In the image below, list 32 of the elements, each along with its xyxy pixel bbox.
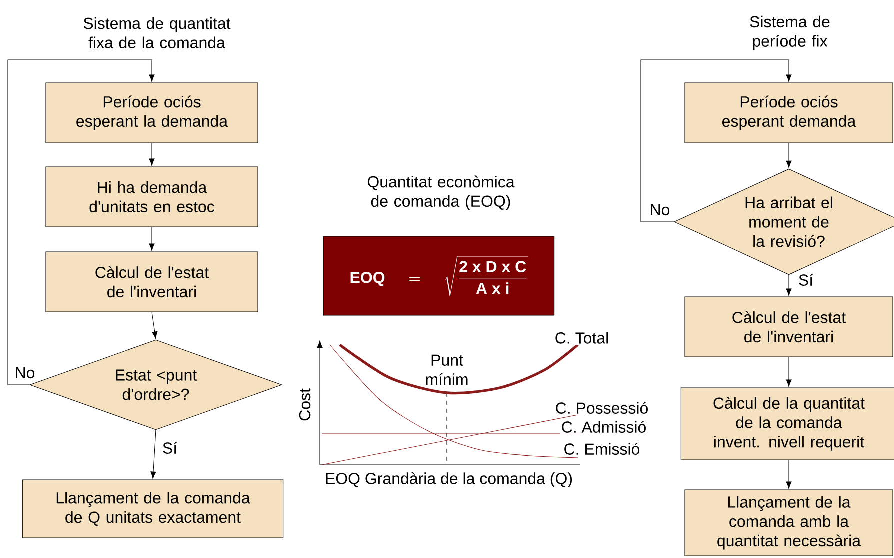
arrow bbox=[786, 143, 792, 168]
arrow bbox=[149, 227, 155, 251]
chart-title: Quantitat econòmica de comanda (EOQ) bbox=[368, 176, 515, 210]
process-box: Llançament de la comanda de Q unitats exactament bbox=[22, 480, 284, 538]
edge-label: Sí bbox=[161, 440, 179, 456]
process-box: Càlcul de la quantitat de la comanda invent. nivell requerit bbox=[680, 388, 894, 460]
arrow bbox=[150, 430, 156, 479]
arrow bbox=[152, 312, 158, 339]
arrow bbox=[8, 60, 155, 386]
curve-label: C. Possessió bbox=[554, 400, 650, 416]
axis-label: EOQ Grandària de la comanda (Q) bbox=[326, 472, 572, 488]
arrow bbox=[640, 60, 792, 222]
process-box: Càlcul de l'estat de l'inventari bbox=[46, 252, 258, 312]
heading: Sistema de quantitat fixa de la comanda bbox=[84, 17, 231, 49]
arrow bbox=[786, 357, 792, 387]
heading: Sistema de període fix bbox=[750, 16, 830, 50]
arrow bbox=[786, 274, 792, 296]
process-box: Període ociós esperant la demanda bbox=[46, 82, 258, 144]
edge-label: No bbox=[648, 203, 672, 217]
process-box: Hi ha demanda d'unitats en estoc bbox=[46, 166, 258, 228]
arrow bbox=[149, 143, 155, 166]
curve-label: Punt mínim bbox=[426, 354, 468, 386]
process-box: Càlcul de l'estat de l'inventari bbox=[684, 296, 894, 358]
curve-label: C. Total bbox=[554, 330, 610, 346]
process-box: Període ociós esperant demanda bbox=[684, 82, 894, 144]
arrow bbox=[786, 460, 792, 489]
curve-label: C. Admissió bbox=[560, 420, 648, 434]
curve-label: C. Emissió bbox=[562, 442, 642, 456]
edge-label: Sí bbox=[797, 272, 815, 288]
axis-label: Cost bbox=[299, 388, 311, 421]
formula-box: $\mathbf{EOQ}\quad=\quad\sqrt{\frac{\mathbf{2\;x\;D\;x\;C}}{\mathbf{A\;x\;i}}}$ bbox=[323, 236, 555, 316]
process-box: Llançament de la comanda amb la quantitat necessària bbox=[684, 490, 894, 556]
